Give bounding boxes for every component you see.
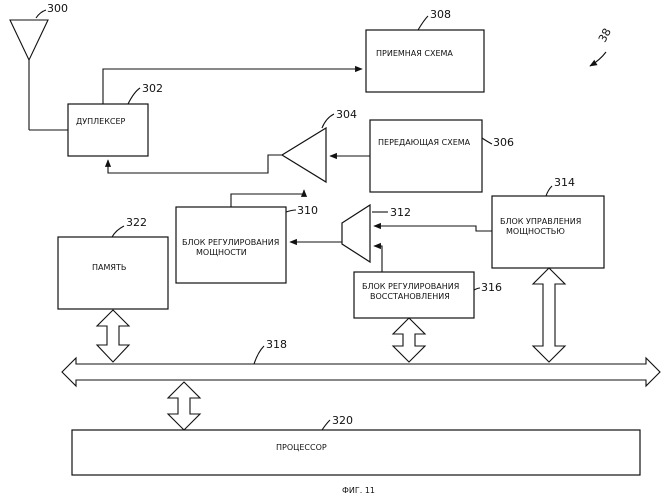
system-bus: [62, 358, 660, 386]
amplifier-ref: 304: [336, 108, 357, 121]
duplexer-ref-leader: [128, 88, 140, 104]
restore-regulation-ref-leader: [474, 288, 480, 290]
power-control-ref: 314: [554, 176, 575, 189]
antenna: [10, 20, 68, 130]
bus-ref: 318: [266, 338, 287, 351]
transmit-circuit-ref: 306: [493, 136, 514, 149]
power-control-ref-leader: [546, 186, 552, 196]
duplexer-label: ДУПЛЕКСЕР: [76, 117, 126, 126]
receive-circuit-ref: 308: [430, 8, 451, 21]
power-regulation-label-2: МОЩНОСТИ: [196, 248, 247, 257]
power-control-bus-connector: [533, 268, 565, 362]
memory-block: [58, 237, 168, 309]
multiplexer-shape: [342, 205, 370, 262]
antenna-ref-leader: [36, 10, 46, 18]
restore-bus-connector: [393, 318, 425, 362]
transmit-circuit-label: ПЕРЕДАЮЩАЯ СХЕМА: [378, 138, 471, 147]
amplifier-triangle: [282, 128, 326, 182]
memory-ref-leader: [112, 226, 124, 237]
power-regulation-to-amplifier-line: [231, 190, 304, 207]
figure-caption: ФИГ. 11: [342, 486, 375, 495]
antenna-ref: 300: [47, 2, 68, 15]
processor-block: [72, 430, 640, 475]
receive-circuit-ref-leader: [418, 16, 428, 30]
power-control-to-multiplexer-line: [374, 226, 492, 231]
duplexer-block: [68, 104, 148, 156]
restore-to-multiplexer-line: [374, 246, 382, 272]
processor-bus-connector: [168, 382, 200, 430]
memory-label: ПАМЯТЬ: [92, 263, 126, 272]
power-regulation-ref: 310: [297, 204, 318, 217]
figure-ref: 38: [596, 26, 614, 44]
power-control-label-1: БЛОК УПРАВЛЕНИЯ: [500, 217, 581, 226]
restore-regulation-ref: 316: [481, 281, 502, 294]
amplifier-to-duplexer-line: [108, 155, 282, 173]
power-regulation-ref-leader: [286, 210, 296, 212]
memory-ref: 322: [126, 216, 147, 229]
power-regulation-label-1: БЛОК РЕГУЛИРОВАНИЯ: [182, 238, 279, 247]
receive-circuit-block: [366, 30, 484, 92]
receive-circuit-label: ПРИЕМНАЯ СХЕМА: [376, 49, 453, 58]
figure-ref-arrow: [590, 52, 606, 66]
power-control-label-2: МОЩНОСТЬЮ: [506, 227, 565, 236]
amplifier-ref-leader: [322, 114, 334, 128]
multiplexer-ref: 312: [390, 206, 411, 219]
bus-ref-leader: [254, 346, 264, 364]
processor-ref-leader: [322, 420, 330, 430]
restore-regulation-label-2: ВОССТАНОВЛЕНИЯ: [370, 292, 450, 301]
transmit-circuit-ref-leader: [482, 138, 492, 144]
restore-regulation-label-1: БЛОК РЕГУЛИРОВАНИЯ: [362, 282, 459, 291]
transmit-circuit-block: [370, 120, 482, 192]
memory-bus-connector: [97, 310, 129, 362]
processor-label: ПРОЦЕССОР: [276, 443, 327, 452]
duplexer-ref: 302: [142, 82, 163, 95]
processor-ref: 320: [332, 414, 353, 427]
